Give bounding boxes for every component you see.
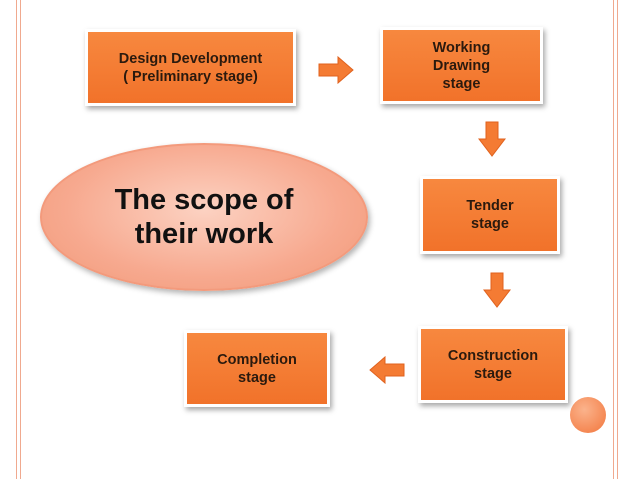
frame-line-left-inner <box>20 0 21 479</box>
working-drawing-stage-box: Working Drawing stage <box>380 27 543 104</box>
arrow-down-icon <box>478 121 506 157</box>
arrow-right-icon <box>318 56 354 84</box>
construction-stage-box: Construction stage <box>418 326 568 403</box>
completion-stage-box: Completion stage <box>184 330 330 407</box>
frame-line-right-inner <box>613 0 614 479</box>
arrow-down-icon <box>483 272 511 308</box>
scope-ellipse: The scope of their work <box>40 143 368 291</box>
frame-line-left-outer <box>16 0 17 479</box>
frame-line-right-outer <box>617 0 618 479</box>
tender-stage-box: Tender stage <box>420 176 560 254</box>
design-development-stage-box: Design Development ( Preliminary stage) <box>85 29 296 106</box>
decorative-circle <box>570 397 606 433</box>
arrow-left-icon <box>369 356 405 384</box>
